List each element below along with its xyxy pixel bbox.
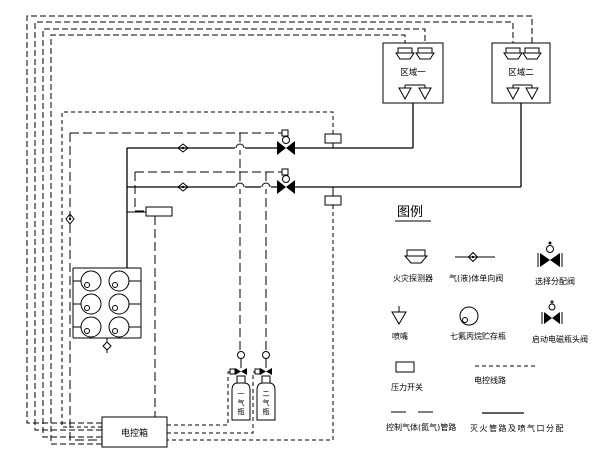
zone-1: 区域一 (382, 42, 444, 104)
detector-circuit-lines (26, 15, 533, 445)
pilot-bottle-1: 一气瓶 (229, 351, 251, 421)
solenoid-actuator-icon (262, 351, 270, 359)
legend-pressure-switch-icon (395, 361, 415, 373)
solenoid-actuator-icon (237, 351, 245, 359)
control-gas-lines (69, 132, 282, 441)
fire-detector-icon (395, 47, 435, 60)
bottle1-solenoid-wire (167, 371, 230, 426)
legend-solenoid-bottle-valve-icon (541, 300, 563, 324)
fire-detector-icon (503, 47, 542, 60)
storage-cylinder-icon (80, 270, 130, 338)
selector-valve-2 (277, 168, 295, 194)
legend-label-check-valve: 气(液)体单向阀 (449, 273, 503, 283)
pressure-switch1-wire (61, 111, 334, 428)
pressure-switch2-wire (167, 205, 334, 441)
pressure-switch-1 (324, 133, 342, 148)
pilot-bottle-2-label: 二气瓶 (263, 390, 270, 416)
legend: 图例 火灾探测器 气(液)体单向阀 选择分配阀 喷嘴 (386, 205, 588, 433)
legend-label-agent-pipe: 灭火管路及喷气口分配 (470, 423, 565, 433)
legend-label-fire-detector: 火灾探测器 (393, 273, 433, 283)
legend-label-electric-line: 电控线路 (474, 375, 506, 385)
legend-label-storage-cylinder: 七氟丙烷贮存瓶 (450, 331, 506, 341)
manifold-pressure-switch (127, 206, 173, 217)
control-box: 电控箱 (101, 416, 168, 448)
zone-1-label: 区域一 (400, 67, 426, 78)
selector-valve-1 (277, 129, 295, 155)
legend-label-control-gas-line: 控制气体(氮气)管路 (386, 422, 456, 432)
zone-2-label: 区域二 (508, 67, 534, 78)
nozzle-icon (506, 84, 539, 101)
legend-storage-cylinder-icon (459, 306, 479, 326)
legend-check-valve-icon (455, 251, 495, 263)
legend-nozzle-icon (391, 306, 407, 325)
check-valve-icon (65, 143, 189, 225)
legend-label-pressure-switch: 压力开关 (391, 382, 423, 392)
control-box-label: 电控箱 (121, 427, 148, 439)
legend-fire-detector-icon (403, 249, 429, 264)
pilot-bottle-2: 二气瓶 (254, 351, 276, 421)
storage-cylinder-manifold (72, 267, 142, 353)
legend-selector-valve-icon (537, 241, 563, 267)
pressure-switch-2 (324, 187, 342, 206)
pilot-bottle-1-label: 一气瓶 (238, 390, 245, 416)
legend-label-nozzle: 喷嘴 (392, 331, 408, 341)
legend-label-solenoid-bottle-valve: 启动电磁瓶头阀 (532, 334, 588, 344)
bottle2-solenoid-wire (167, 371, 255, 434)
zone-2: 区域二 (491, 42, 551, 104)
legend-label-selector-valve: 选择分配阀 (535, 276, 575, 286)
legend-title: 图例 (397, 205, 423, 220)
nozzle-icon (398, 84, 432, 101)
